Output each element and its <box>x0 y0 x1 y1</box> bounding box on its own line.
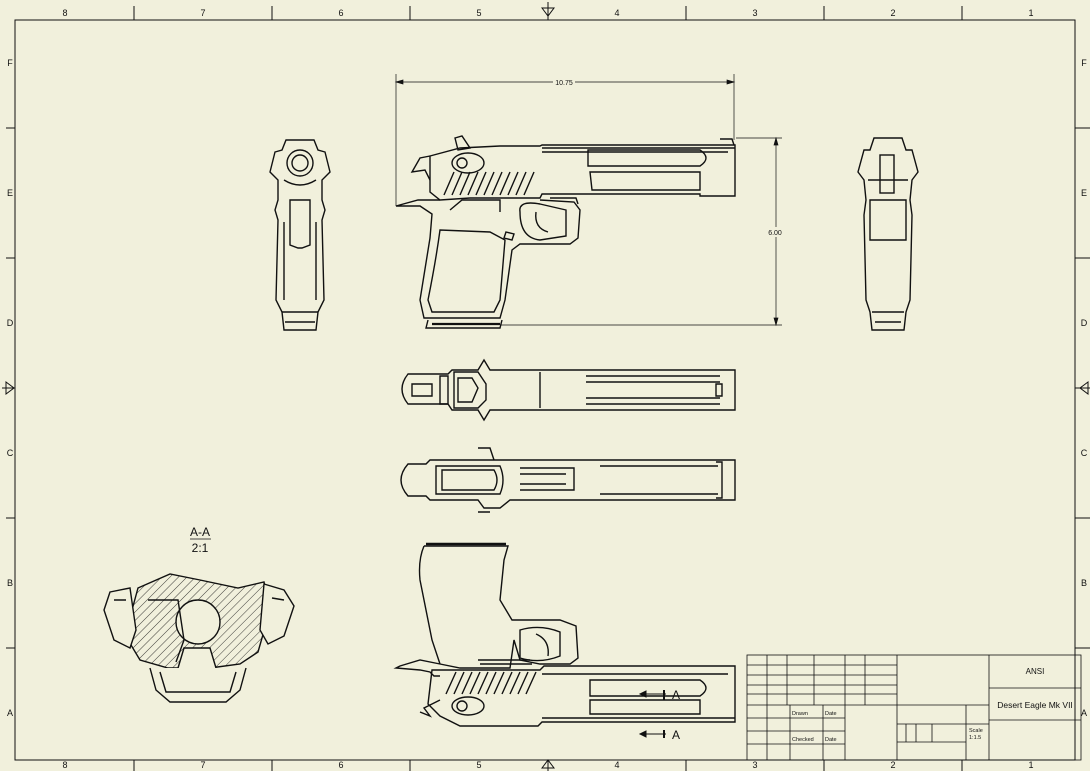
row-label-left: A <box>7 708 13 718</box>
row-label-left: B <box>7 578 13 588</box>
row-label-right: D <box>1081 318 1088 328</box>
side-view <box>395 135 736 329</box>
col-label-top: 3 <box>752 8 757 18</box>
section-cut-markers <box>638 690 666 738</box>
bottom-view <box>400 447 736 513</box>
zone-labels: 8 7 6 5 4 3 2 1 8 7 6 5 4 3 2 1 F E D C … <box>7 8 1088 770</box>
row-label-left: F <box>7 58 13 68</box>
scale-value: 1:1.5 <box>969 735 981 741</box>
col-label-bottom: 7 <box>200 760 205 770</box>
border-rect <box>14 19 1076 761</box>
col-label-bottom: 6 <box>338 760 343 770</box>
date-col-label: Date <box>825 737 837 743</box>
col-label-bottom: 2 <box>890 760 895 770</box>
col-label-top: 4 <box>614 8 619 18</box>
section-view-scale: 2:1 <box>192 541 209 555</box>
col-label-top: 6 <box>338 8 343 18</box>
col-label-top: 7 <box>200 8 205 18</box>
title-block <box>746 654 1082 761</box>
dimension-text-bg <box>765 227 787 237</box>
front-view <box>269 139 331 331</box>
dimension-height: 6.00 <box>768 230 782 237</box>
row-label-left: C <box>7 448 14 458</box>
dimension-text-bg <box>553 77 575 87</box>
row-label-right: E <box>1081 188 1087 198</box>
col-label-top: 1 <box>1028 8 1033 18</box>
col-label-top: 2 <box>890 8 895 18</box>
section-view-label: A-A <box>190 525 210 539</box>
col-label-top: 8 <box>62 8 67 18</box>
col-label-bottom: 1 <box>1028 760 1033 770</box>
row-label-left: D <box>7 318 14 328</box>
inverted-side-view <box>393 542 736 727</box>
drawn-role-label: Drawn <box>792 711 808 717</box>
col-label-top: 5 <box>476 8 481 18</box>
date-col-label: Date <box>825 711 837 717</box>
row-label-right: C <box>1081 448 1088 458</box>
top-view <box>401 358 736 422</box>
col-label-bottom: 3 <box>752 760 757 770</box>
scale-label: Scale <box>969 728 983 734</box>
row-label-right: A <box>1081 708 1087 718</box>
standard-label: ANSI <box>1026 667 1045 676</box>
drawing-frame <box>14 19 1076 761</box>
section-marker-lower: A <box>672 728 680 742</box>
zone-ticks <box>6 6 1090 771</box>
col-label-bottom: 5 <box>476 760 481 770</box>
drawing-title: Desert Eagle Mk VII <box>997 700 1073 710</box>
dimension-length: 10.75 <box>555 80 573 87</box>
section-marker-upper: A <box>672 688 680 702</box>
section-view <box>103 573 295 703</box>
title-block-text: Drawn Date Checked Date Scale 1:1.5 <box>792 711 983 743</box>
rear-view <box>857 137 919 331</box>
checked-role-label: Checked <box>792 737 814 743</box>
col-label-bottom: 4 <box>614 760 619 770</box>
row-label-right: B <box>1081 578 1087 588</box>
row-label-left: E <box>7 188 13 198</box>
col-label-bottom: 8 <box>62 760 67 770</box>
row-label-right: F <box>1081 58 1087 68</box>
